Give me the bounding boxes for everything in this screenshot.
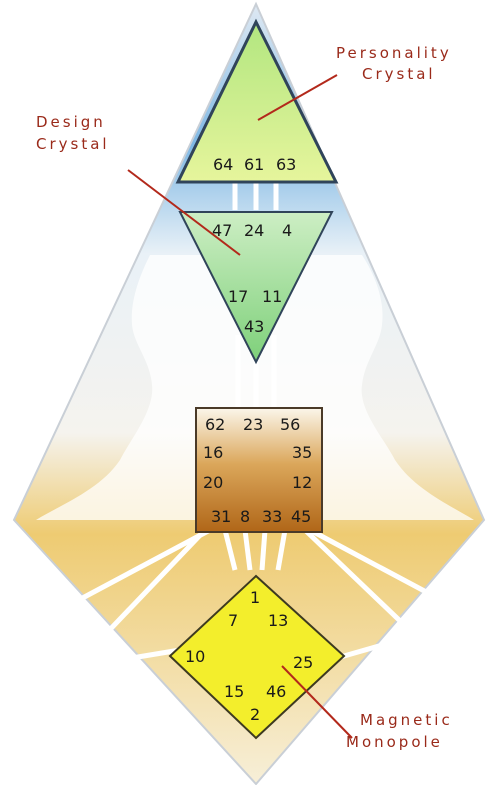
magnetic-label-line1: Magnetic — [360, 711, 453, 729]
g-gate-13: 13 — [268, 611, 288, 630]
g-gate-10: 10 — [185, 647, 205, 666]
head-gate-61: 61 — [244, 155, 264, 174]
design-label-line2: Crystal — [36, 135, 110, 153]
throat-gate-35: 35 — [292, 443, 312, 462]
ajna-gate-43: 43 — [244, 317, 264, 336]
g-gate-7: 7 — [228, 611, 238, 630]
head-gate-63: 63 — [276, 155, 296, 174]
throat-gate-20: 20 — [203, 473, 223, 492]
throat-gate-45: 45 — [291, 507, 311, 526]
throat-gate-8: 8 — [240, 507, 250, 526]
ajna-gate-11: 11 — [262, 287, 282, 306]
magnetic-label-line2: Monopole — [346, 733, 443, 751]
design-label-line1: Design — [36, 113, 106, 131]
throat-gate-16: 16 — [203, 443, 223, 462]
ajna-gate-24: 24 — [244, 221, 264, 240]
ajna-gate-17: 17 — [228, 287, 248, 306]
g-gate-2: 2 — [250, 705, 260, 724]
throat-gate-33: 33 — [262, 507, 282, 526]
personality-label-line1: Personality — [336, 44, 452, 62]
g-gate-25: 25 — [293, 653, 313, 672]
head-gate-64: 64 — [213, 155, 233, 174]
g-gate-15: 15 — [224, 682, 244, 701]
throat-gate-62: 62 — [205, 415, 225, 434]
throat-gate-56: 56 — [280, 415, 300, 434]
throat-gate-12: 12 — [292, 473, 312, 492]
personality-label-line2: Crystal — [362, 65, 436, 83]
g-gate-46: 46 — [266, 682, 286, 701]
ajna-gate-4: 4 — [282, 221, 292, 240]
throat-gate-23: 23 — [243, 415, 263, 434]
throat-gate-31: 31 — [211, 507, 231, 526]
g-gate-1: 1 — [250, 588, 260, 607]
